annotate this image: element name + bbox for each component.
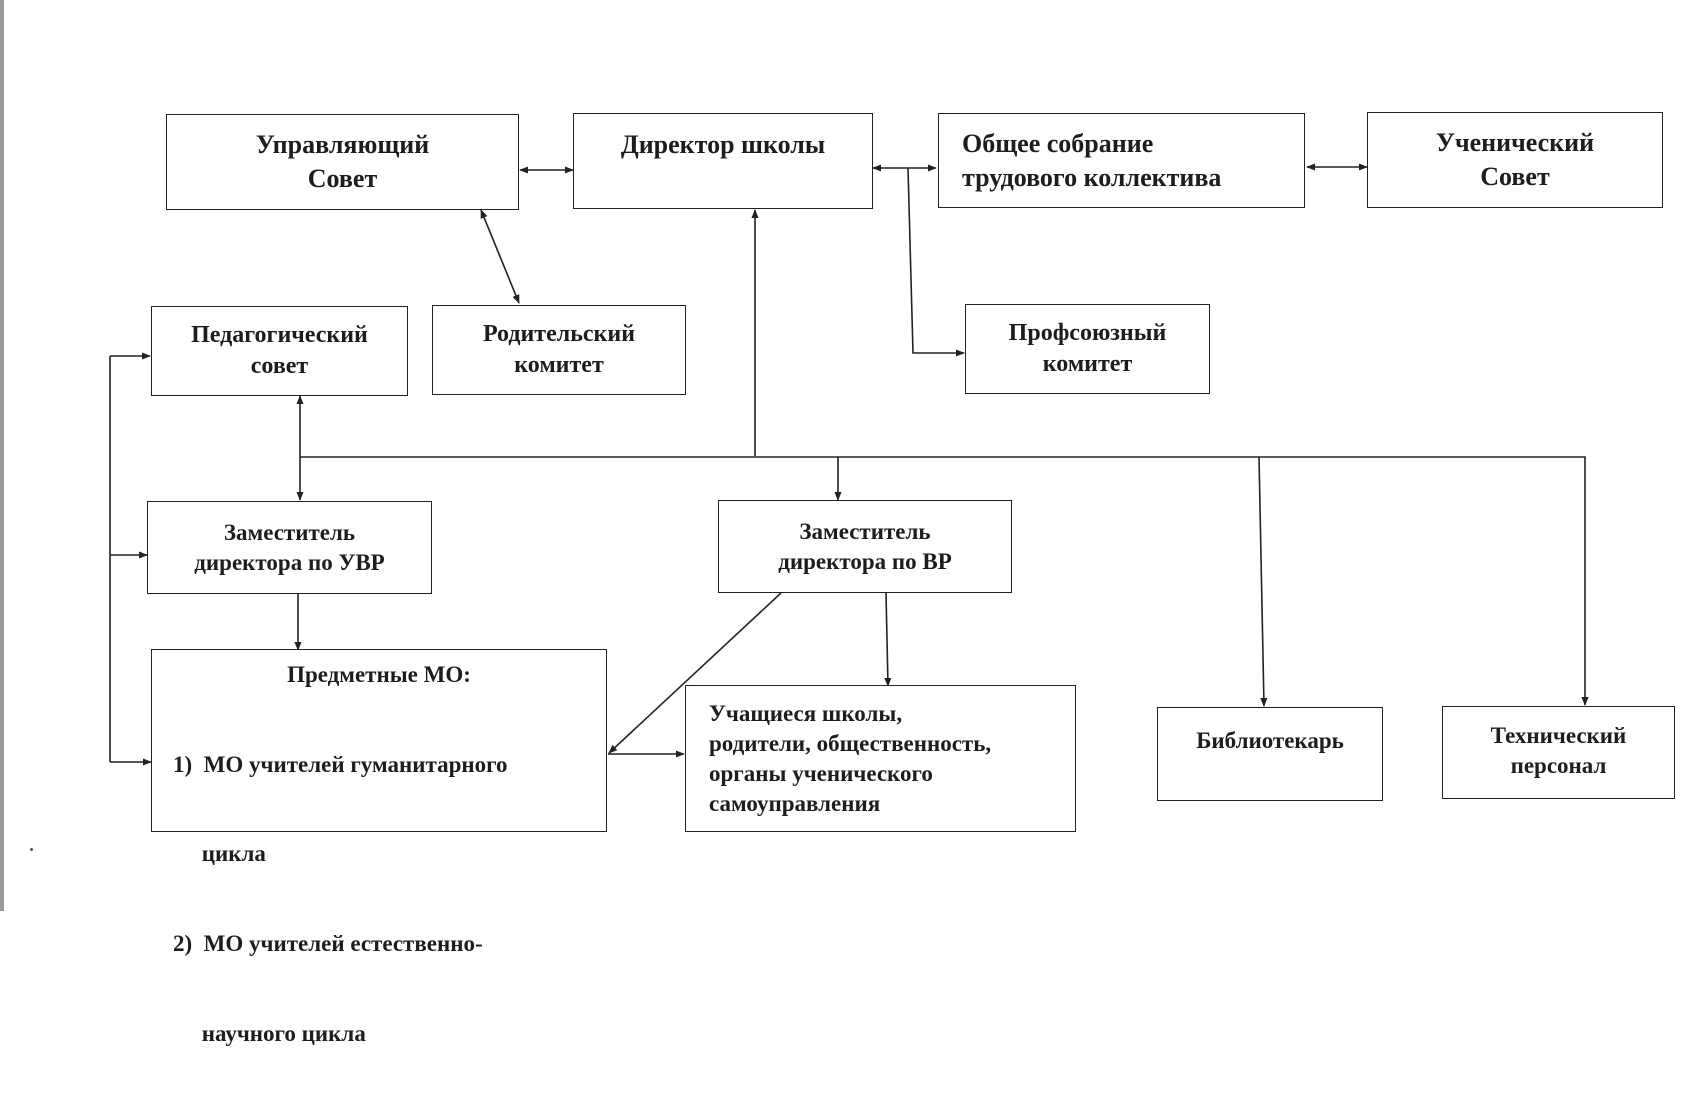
students-line-4: самоуправления [709, 790, 881, 816]
board-line-2: Совет [307, 164, 378, 193]
director-box: Директор школы [573, 113, 873, 209]
scan-edge [0, 0, 4, 911]
trunk-line [300, 456, 1589, 706]
parents-committee-line-2: комитет [514, 352, 604, 378]
general-meeting-line-2: трудового коллектива [962, 162, 1222, 192]
students-line-3: органы ученического [709, 760, 933, 786]
librarian-box: Библиотекарь [1157, 707, 1383, 801]
students-line-1: Учащиеся школы, [709, 701, 903, 726]
connectors [109, 163, 1589, 766]
parents-committee-line-1: Родительский [482, 320, 636, 347]
parents-committee-box: Родительский комитет [432, 305, 686, 395]
students-line-2: родители, общественность, [709, 730, 992, 756]
librarian-label: Библиотекарь [1196, 728, 1344, 753]
general-meeting-box: Общее собрание трудового коллектива [938, 113, 1305, 208]
deputy-vr-box: Заместитель директора по ВР [718, 500, 1012, 593]
subject-mo-item-1-cont: цикла [173, 841, 266, 867]
pedagogical-council-line-2: совет [250, 353, 309, 379]
arrow-vr-mo [608, 592, 782, 754]
general-meeting-line-1: Общее собрание [962, 128, 1154, 158]
tech-staff-line-2: персонал [1510, 752, 1607, 778]
arrow-vr-students [884, 592, 892, 687]
arrow-director-tradeunion [907, 167, 965, 357]
pedagogical-council-line-1: Педагогический [191, 321, 368, 348]
subject-mo-item-1: 1) МО учителей гуманитарного [173, 751, 508, 777]
pedagogical-council-box: Педагогический совет [151, 306, 408, 396]
subject-mo-item-2: 2) МО учителей естественно- [173, 931, 483, 957]
director-label: Директор школы [620, 130, 826, 159]
subject-mo-box: Предметные МО: 1) МО учителей гуманитарн… [151, 649, 607, 1046]
subject-mo-title: Предметные МО: [287, 662, 471, 687]
subject-mo-item-2-cont: научного цикла [173, 1020, 366, 1046]
trade-union-line-2: комитет [1042, 351, 1133, 377]
trade-union-line-1: Профсоюзный [1008, 319, 1167, 346]
arrow-trunk-librarian [1258, 456, 1268, 707]
tech-staff-line-1: Технический [1490, 723, 1627, 748]
tech-staff-box: Технический персонал [1442, 706, 1675, 799]
arrow-board-parents [480, 209, 520, 304]
deputy-vr-line-1: Заместитель [799, 518, 931, 544]
student-council-box: Ученический Совет [1367, 112, 1663, 208]
student-council-line-2: Совет [1480, 162, 1550, 191]
deputy-uvr-line-1: Заместитель [223, 519, 356, 545]
board-box: Управляющий Совет [166, 114, 519, 210]
student-council-line-1: Ученический [1435, 128, 1595, 158]
deputy-uvr-box: Заместитель директора по УВР [147, 501, 432, 594]
board-line-1: Управляющий [255, 130, 430, 160]
scan-speck [30, 848, 33, 851]
deputy-vr-line-2: директора по ВР [778, 548, 952, 574]
students-box: Учащиеся школы, родители, общественность… [685, 685, 1076, 832]
deputy-uvr-line-2: директора по УВР [194, 549, 385, 575]
trade-union-box: Профсоюзный комитет [965, 304, 1210, 394]
subject-mo-list: 1) МО учителей гуманитарного цикла 2) МО… [152, 690, 508, 1108]
